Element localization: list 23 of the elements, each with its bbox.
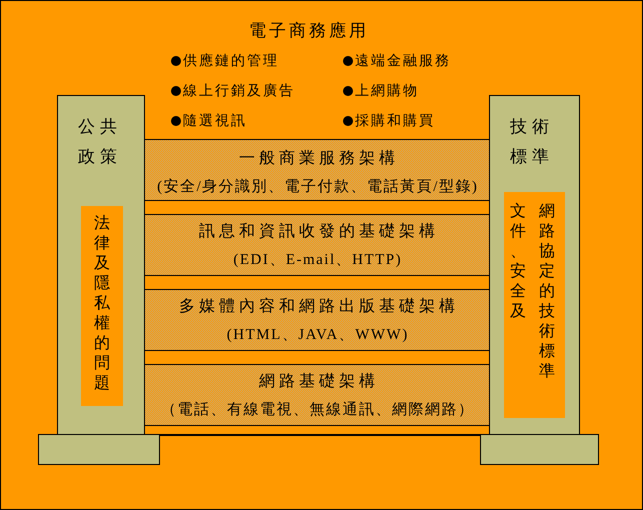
pillar xyxy=(489,95,580,436)
layer-title: 訊息和資訊收發的基礎架構 xyxy=(198,221,439,241)
pillar xyxy=(57,95,145,436)
vertical-text: 網路協定的技術標準 xyxy=(538,201,556,381)
text-panel xyxy=(504,192,565,418)
vertical-text: 文件、安全及 xyxy=(509,201,527,321)
bullet-item: 隨選視訊 xyxy=(183,112,247,130)
vertical-text: 法律及隱私權的問題 xyxy=(93,213,111,393)
pillar-title: 技術標準 xyxy=(510,116,555,169)
text-panel xyxy=(81,206,123,406)
bullet-item: 採購和購買 xyxy=(355,112,435,130)
layer-title: 網路基礎架構 xyxy=(258,371,379,391)
pillar-base xyxy=(38,434,160,465)
layer-band xyxy=(145,289,489,351)
layer-title: 多媒體內容和網路出版基礎架構 xyxy=(178,296,459,316)
layer-band xyxy=(145,214,489,276)
pillar-base xyxy=(480,434,599,465)
bullet-item: 上網購物 xyxy=(355,82,419,100)
bullet-item: 供應鏈的管理 xyxy=(183,52,279,70)
bullet-item: 遠端金融服務 xyxy=(355,52,451,70)
pillar-title: 公共政策 xyxy=(78,116,123,169)
bullet-item: 線上行銷及廣告 xyxy=(183,82,295,100)
heading: 電子商務應用 xyxy=(249,20,369,42)
